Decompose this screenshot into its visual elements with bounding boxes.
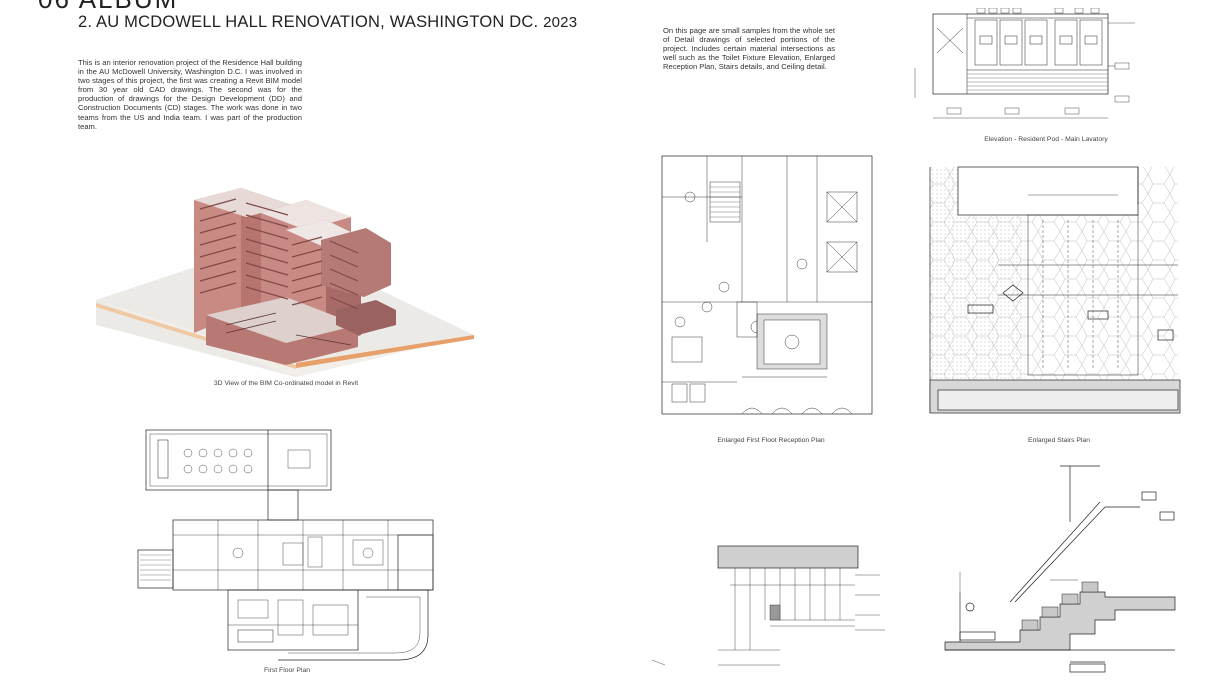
caption-elevation: Elevation - Resident Pod - Main Lavatory: [984, 136, 1108, 143]
caption-reception-plan: Enlarged First Floot Reception Plan: [717, 437, 825, 444]
ceiling-detail-drawing: [650, 540, 900, 688]
project-year: 2023: [543, 14, 578, 31]
project-title: 2. AU MCDOWELL HALL RENOVATION, WASHINGT…: [78, 13, 577, 32]
first-floor-plan-drawing: [128, 425, 446, 665]
intro-paragraph: This is an interior renovation project o…: [78, 58, 302, 131]
elevation-lavatory-drawing: [905, 7, 1187, 136]
section-header-fragment: 06 ALBUM: [38, 0, 178, 15]
caption-3d-model: 3D View of the BIM Co-ordinated model in…: [213, 380, 359, 387]
stairs-plan-drawing: [928, 165, 1190, 415]
stair-section-drawing: [930, 462, 1192, 688]
project-title-text: 2. AU MCDOWELL HALL RENOVATION, WASHINGT…: [78, 13, 539, 31]
caption-first-floor-plan: First Floor Plan: [263, 667, 311, 674]
caption-stairs-plan: Enlarged Stairs Plan: [1028, 437, 1090, 444]
bim-3d-model-image: [96, 185, 476, 377]
reception-plan-drawing: [652, 152, 890, 428]
samples-paragraph: On this page are small samples from the …: [663, 26, 835, 72]
